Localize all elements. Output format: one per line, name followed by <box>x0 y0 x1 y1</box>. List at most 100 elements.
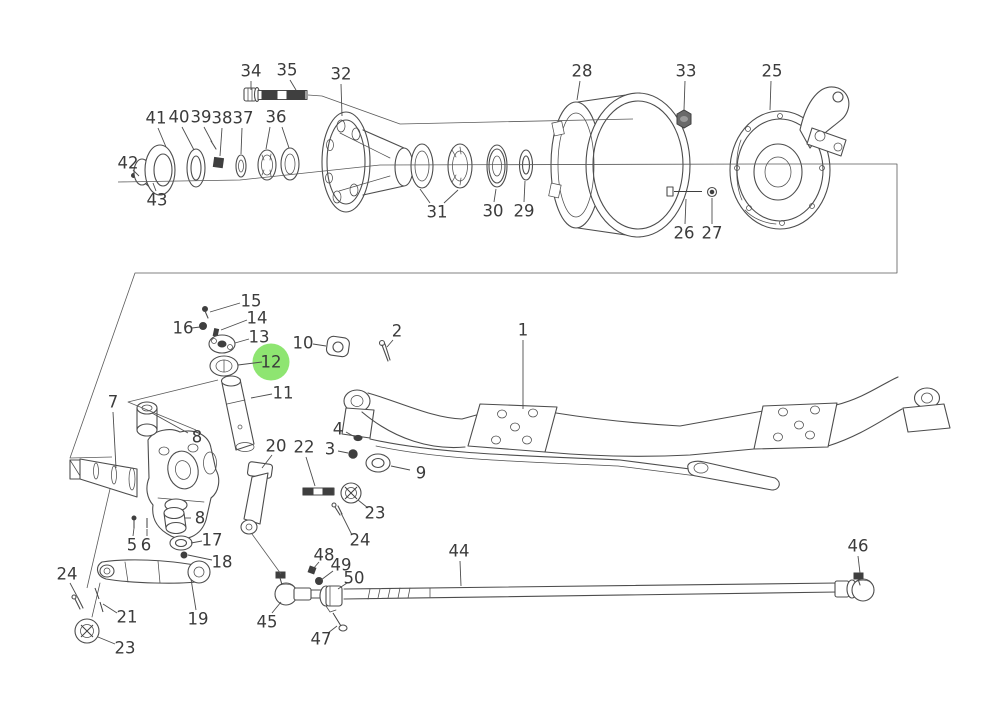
callout-23b[interactable]: 23 <box>357 499 386 523</box>
callout-27[interactable]: 27 <box>702 198 723 243</box>
callout-28[interactable]: 28 <box>572 62 593 101</box>
callout-39[interactable]: 39 <box>191 108 213 143</box>
callout-46[interactable]: 46 <box>848 537 869 574</box>
callout-14[interactable]: 14 <box>220 309 268 331</box>
callout-50[interactable]: 50 <box>337 569 365 590</box>
callout-25[interactable]: 25 <box>762 62 783 111</box>
callout-37-number: 37 <box>233 109 254 128</box>
callout-13[interactable]: 13 <box>234 328 270 347</box>
callout-17[interactable]: 17 <box>190 531 223 550</box>
castle-nut-23-mid <box>340 482 362 504</box>
callout-31-leader-2 <box>443 189 459 204</box>
callout-30[interactable]: 30 <box>483 188 504 221</box>
callout-37[interactable]: 37 <box>233 109 254 155</box>
ball-stud-21 <box>91 582 104 618</box>
inner-bearing-cone-31 <box>447 143 473 189</box>
callout-44[interactable]: 44 <box>449 542 470 587</box>
callout-7-leader <box>112 411 117 469</box>
callout-8a[interactable]: 8 <box>151 412 202 447</box>
callout-15[interactable]: 15 <box>209 292 262 313</box>
callout-40[interactable]: 40 <box>169 108 195 151</box>
callout-43-number: 43 <box>147 191 168 210</box>
lock-nut-38 <box>212 156 225 169</box>
callout-50-number: 50 <box>344 569 365 588</box>
callout-31[interactable]: 31 <box>419 188 459 222</box>
callout-7[interactable]: 7 <box>108 393 119 469</box>
callout-47[interactable]: 47 <box>311 625 338 649</box>
callout-42[interactable]: 42 <box>118 154 140 177</box>
callout-32-number: 32 <box>331 65 352 84</box>
callout-33-leader <box>683 80 686 111</box>
callout-21-number: 21 <box>117 608 138 627</box>
callout-27-number: 27 <box>702 224 723 243</box>
callout-35[interactable]: 35 <box>277 61 298 91</box>
callout-41[interactable]: 41 <box>146 109 167 148</box>
kingpin-wedge-line <box>127 379 219 431</box>
brake-backing-plate-25 <box>729 86 850 230</box>
kingpin-bushing-8-lower <box>163 506 187 535</box>
callout-2[interactable]: 2 <box>386 322 403 348</box>
callout-26[interactable]: 26 <box>674 198 695 243</box>
callout-1[interactable]: 1 <box>518 321 529 410</box>
callout-23a[interactable]: 23 <box>97 636 136 658</box>
callout-47-number: 47 <box>311 630 332 649</box>
callout-12[interactable]: 12 <box>237 343 290 381</box>
callout-33[interactable]: 33 <box>676 62 697 111</box>
inner-bearing-cup-31 <box>410 143 434 189</box>
beam-nut-3 <box>348 449 358 459</box>
callout-49[interactable]: 49 <box>320 556 352 581</box>
callout-26-number: 26 <box>674 224 695 243</box>
callout-34[interactable]: 34 <box>241 62 262 91</box>
callout-19[interactable]: 19 <box>188 578 209 629</box>
callout-45-leader <box>271 601 282 614</box>
callout-11[interactable]: 11 <box>250 384 294 403</box>
callout-5[interactable]: 5 <box>127 527 138 555</box>
callout-25-number: 25 <box>762 62 783 81</box>
callout-10-number: 10 <box>293 334 314 353</box>
stud-39 <box>210 140 217 150</box>
callout-1-number: 1 <box>518 321 529 340</box>
hub-bolt-34-35 <box>243 86 308 103</box>
callout-4[interactable]: 4 <box>333 420 356 439</box>
wheel-hub-32 <box>321 111 414 213</box>
callout-32[interactable]: 32 <box>331 65 352 117</box>
callout-6[interactable]: 6 <box>141 529 152 555</box>
callout-45[interactable]: 45 <box>257 601 282 632</box>
callout-21[interactable]: 21 <box>102 603 138 627</box>
callout-3[interactable]: 3 <box>325 440 349 459</box>
callout-22[interactable]: 22 <box>294 438 316 487</box>
callout-48[interactable]: 48 <box>312 546 335 570</box>
callout-20[interactable]: 20 <box>261 437 287 469</box>
plug-18 <box>180 551 188 559</box>
callout-2-number: 2 <box>392 322 403 341</box>
callout-22-number: 22 <box>294 438 315 457</box>
callout-16[interactable]: 16 <box>173 319 201 338</box>
callout-8b[interactable]: 8 <box>185 509 205 528</box>
callout-14-number: 14 <box>247 309 268 328</box>
tie-rod-clamp-50 <box>319 585 343 613</box>
callout-9[interactable]: 9 <box>390 464 426 483</box>
callout-32-leader <box>340 83 343 117</box>
callout-24b[interactable]: 24 <box>340 512 371 550</box>
callout-50-leader <box>337 582 348 590</box>
callout-45-number: 45 <box>257 613 278 632</box>
callout-23b-leader <box>357 499 369 509</box>
callout-10[interactable]: 10 <box>293 334 327 353</box>
callout-36[interactable]: 36 <box>266 108 290 150</box>
callout-4-number: 4 <box>333 420 344 439</box>
callout-6-number: 6 <box>141 536 152 555</box>
callout-43[interactable]: 43 <box>147 182 168 210</box>
callout-18[interactable]: 18 <box>187 553 233 572</box>
callout-24a[interactable]: 24 <box>57 565 79 599</box>
callout-38[interactable]: 38 <box>212 109 233 157</box>
callout-48-leader <box>312 561 320 570</box>
outer-bearing-36 <box>257 147 300 181</box>
callout-44-number: 44 <box>449 542 470 561</box>
arm-bolt-22 <box>302 487 335 496</box>
brake-drum-28 <box>548 92 691 238</box>
callout-7-number: 7 <box>108 393 119 412</box>
callout-29[interactable]: 29 <box>514 180 535 221</box>
callout-26-leader <box>684 198 687 225</box>
